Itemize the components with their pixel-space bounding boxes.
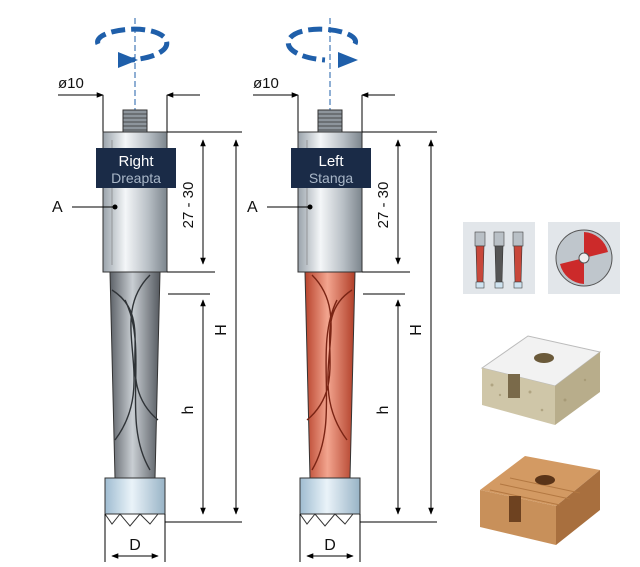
chipboard-hole-icon: [480, 335, 602, 425]
cut-diameter-label: D: [129, 537, 141, 554]
cutter-collar: [104, 477, 166, 515]
thread-stub: [122, 109, 148, 133]
cut-diameter-label: D: [324, 537, 336, 554]
flute-length-dimension: h: [168, 293, 210, 515]
bits-set-icon: [463, 222, 535, 294]
badge-label-en: Right: [118, 153, 154, 170]
direction-badge: Left Stanga: [291, 148, 371, 188]
point-label: A: [247, 199, 258, 216]
cut-diameter-dimension: D: [299, 514, 361, 562]
flute-length-dimension: h: [363, 293, 405, 515]
diameter-label: ø10: [58, 75, 84, 92]
flute-length-label: h: [375, 406, 392, 415]
point-label: A: [52, 199, 63, 216]
rotation-arrow-icon: [95, 18, 170, 110]
total-length-label: H: [408, 324, 425, 336]
total-length-dimension: H: [360, 131, 437, 523]
badge-label-en: Left: [318, 153, 344, 170]
wood-hole-icon: [480, 456, 600, 545]
total-length-label: H: [213, 324, 230, 336]
cutter-end-icon: [548, 222, 620, 294]
badge-label-ro: Dreapta: [111, 170, 161, 186]
diameter-dimension: ø10: [58, 75, 200, 132]
bit-left: ø10 Left Stanga A 27 - 30 H: [247, 18, 437, 562]
cut-diameter-dimension: D: [104, 514, 166, 562]
direction-badge: Right Dreapta: [96, 148, 176, 188]
thread-stub: [317, 109, 343, 133]
shank-length-label: 27 - 30: [375, 182, 392, 229]
flute-length-label: h: [180, 406, 197, 415]
diameter-dimension: ø10: [253, 75, 395, 132]
shank-length-label: 27 - 30: [180, 182, 197, 229]
badge-label-ro: Stanga: [309, 170, 354, 186]
total-length-dimension: H: [165, 131, 242, 523]
rotation-arrow-icon: [285, 18, 358, 110]
bit-right: ø10 Right Dreapta A 27 - 30: [52, 18, 242, 562]
diameter-label: ø10: [253, 75, 279, 92]
cutter-collar: [299, 477, 361, 515]
